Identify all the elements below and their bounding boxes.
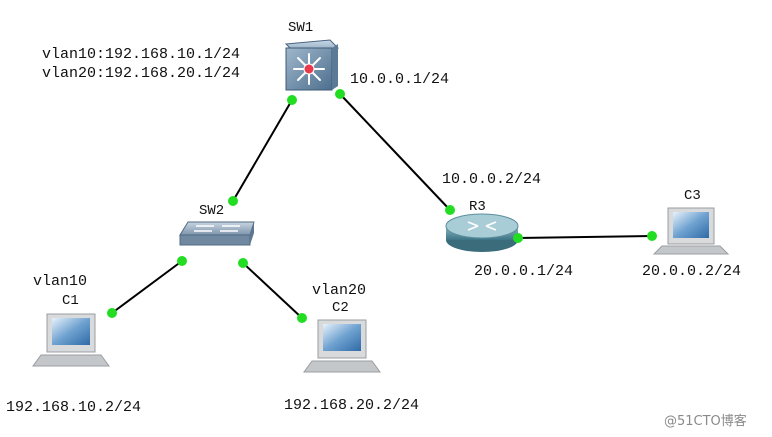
port-status-dot (297, 313, 307, 323)
port-status-dot (647, 231, 657, 241)
port-status-dot (287, 95, 297, 105)
device-name-c3: C3 (684, 188, 701, 204)
link-sw2-c1[interactable] (111, 260, 183, 314)
sw1-vlan10-label: vlan10:192.168.10.1/24 (42, 46, 241, 63)
r3-lan-ip-label: 20.0.0.1/24 (474, 263, 574, 280)
port-status-dot (238, 258, 248, 268)
link-sw2-c2[interactable] (242, 262, 303, 319)
device-name-c2: C2 (332, 300, 349, 316)
router-icon[interactable] (445, 213, 519, 252)
port-status-dot (107, 308, 117, 318)
c2-vlan-label: vlan20 (312, 282, 367, 299)
watermark: @51CTO博客 (664, 414, 747, 429)
pc-icon[interactable] (652, 207, 730, 255)
sw1-uplink-ip-label: 10.0.0.1/24 (350, 71, 450, 88)
r3-wan-ip-label: 10.0.0.2/24 (442, 171, 542, 188)
sw1-vlan20-label: vlan20:192.168.20.1/24 (42, 65, 241, 82)
links (111, 93, 653, 319)
port-status-dot (445, 205, 455, 215)
c1-ip-label: 192.168.10.2/24 (6, 399, 142, 416)
device-name-sw1: SW1 (288, 20, 314, 36)
pc-icon[interactable] (303, 319, 381, 373)
device-name-c1: C1 (62, 293, 79, 309)
c1-vlan-label: vlan10 (33, 273, 88, 290)
port-status-dot (335, 89, 345, 99)
switch-icon[interactable] (179, 221, 255, 246)
port-indicators (107, 89, 657, 323)
link-r3-c3[interactable] (517, 235, 653, 239)
pc-icon[interactable] (32, 313, 110, 367)
device-name-sw2: SW2 (199, 203, 225, 219)
c2-ip-label: 192.168.20.2/24 (284, 397, 420, 414)
port-status-dot (513, 233, 523, 243)
c3-ip-label: 20.0.0.2/24 (642, 263, 742, 280)
link-sw1-r3[interactable] (339, 93, 451, 211)
port-status-dot (177, 256, 187, 266)
link-sw1-sw2[interactable] (232, 99, 293, 202)
multilayer-switch-icon[interactable] (284, 39, 340, 91)
device-name-r3: R3 (469, 199, 486, 215)
port-status-dot (228, 196, 238, 206)
